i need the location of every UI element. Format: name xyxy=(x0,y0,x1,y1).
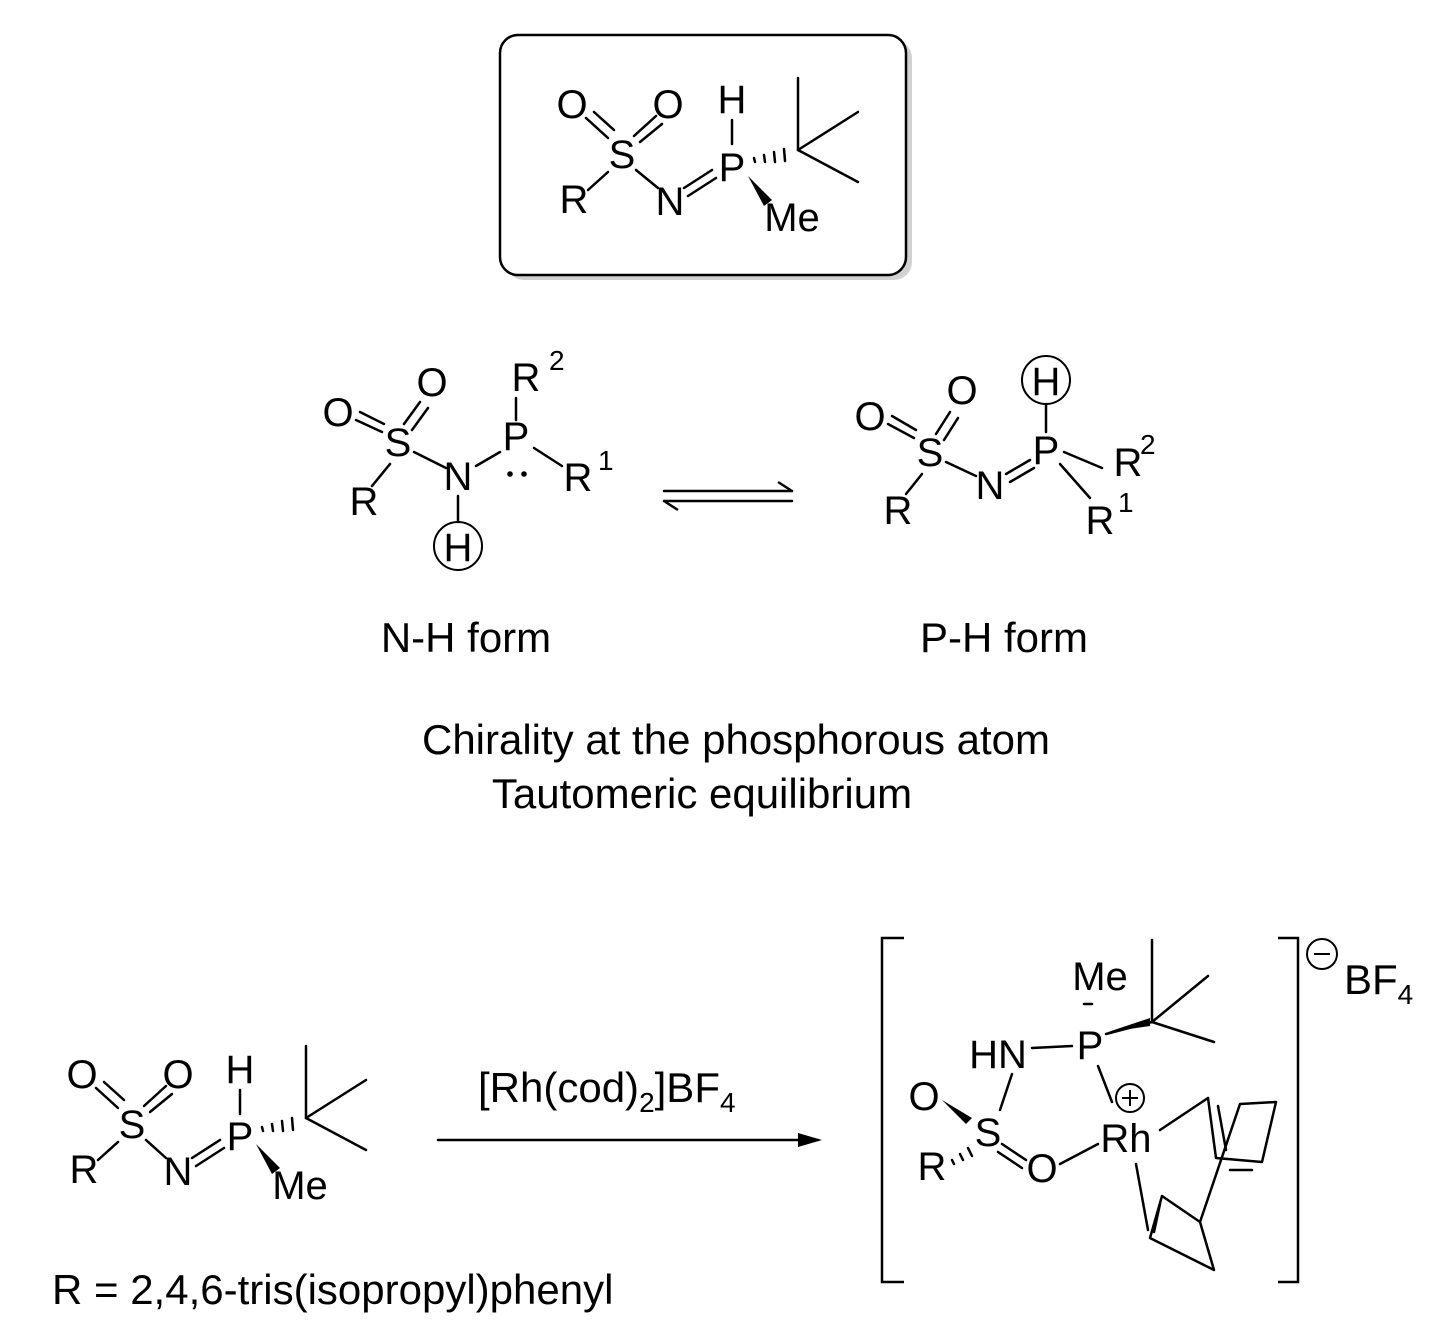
atom-p: P xyxy=(503,415,530,459)
equilibrium-arrow xyxy=(662,480,794,512)
atom-me: Me xyxy=(1072,955,1128,999)
atom-o: O xyxy=(652,83,683,127)
text-label: 4 xyxy=(720,1087,736,1118)
atom-n: N xyxy=(164,1150,193,1194)
rhodium-complex-structure: BF4 Me P HN O S R O Rh xyxy=(880,936,1413,1284)
atom-s: S xyxy=(609,133,636,177)
bonds xyxy=(94,1044,368,1168)
brackets xyxy=(880,936,1300,1284)
nh-form-structure: O O S N P R 2 R 1 R H xyxy=(322,345,614,571)
text-label: [Rh(cod) xyxy=(478,1064,639,1111)
atom-h: H xyxy=(226,1048,255,1092)
atom-o: O xyxy=(416,361,447,405)
atom-p: P xyxy=(1033,429,1060,473)
atom-n: N xyxy=(976,464,1005,508)
ph-form-structure: O O S N P R H R 2 R 1 xyxy=(854,355,1156,543)
atom-o: O xyxy=(1026,1147,1057,1191)
atom-p: P xyxy=(719,146,746,190)
atom-o: O xyxy=(322,391,353,435)
atom-o: O xyxy=(162,1053,193,1097)
atom-r: R xyxy=(1114,441,1143,485)
atom-p: P xyxy=(227,1115,254,1159)
lone-pair-dot xyxy=(521,471,527,477)
hashed-wedge xyxy=(260,1116,295,1133)
atom-hn: HN xyxy=(969,1033,1027,1077)
atom-o: O xyxy=(946,369,977,413)
atom-me: Me xyxy=(764,196,820,240)
atom-o: O xyxy=(908,1075,939,1119)
atom-s: S xyxy=(119,1103,146,1147)
ph-form-caption: P-H form xyxy=(920,614,1088,661)
superscript-2: 2 xyxy=(1140,429,1156,460)
text-label: BF xyxy=(1344,956,1398,1003)
atom-o: O xyxy=(556,83,587,127)
hashed-wedge xyxy=(950,1146,974,1166)
r-definition: R = 2,4,6-tris(isopropyl)phenyl xyxy=(52,1266,613,1313)
solid-wedge xyxy=(748,176,772,206)
reaction-arrow xyxy=(436,1133,822,1147)
superscript-2: 2 xyxy=(549,345,565,376)
atom-h: H xyxy=(1032,360,1061,404)
bonds xyxy=(354,396,564,524)
text-label: 2 xyxy=(639,1087,655,1118)
atom-o: O xyxy=(854,395,885,439)
atom-h: H xyxy=(444,526,473,570)
atom-me: Me xyxy=(272,1164,328,1208)
atom-n: N xyxy=(656,180,685,224)
atom-r: R xyxy=(350,480,379,524)
text-label: ]BF xyxy=(655,1064,720,1111)
solid-wedge xyxy=(256,1144,280,1174)
bonds xyxy=(584,76,860,198)
hashed-wedge xyxy=(752,147,787,164)
solid-wedge xyxy=(942,1100,972,1124)
boxed-ligand-structure: O O H S P R N Me xyxy=(556,76,860,240)
atom-r: R xyxy=(70,1148,99,1192)
superscript-1: 1 xyxy=(1118,487,1134,518)
solid-wedge xyxy=(1108,1018,1150,1032)
superscript-1: 1 xyxy=(598,445,614,476)
bonds xyxy=(996,938,1216,1232)
atom-r: R xyxy=(560,178,589,222)
atom-s: S xyxy=(917,431,944,475)
atom-rh: Rh xyxy=(1100,1117,1151,1161)
lone-pair-dot xyxy=(507,471,513,477)
starting-ligand-structure: O O H S P R N Me xyxy=(66,1044,368,1208)
reagent-label: [Rh(cod)2]BF4 xyxy=(478,1064,736,1118)
nh-form-caption: N-H form xyxy=(381,614,551,661)
atom-s: S xyxy=(975,1111,1002,1155)
atom-h: H xyxy=(718,78,747,122)
counterion-label: BF4 xyxy=(1344,956,1413,1010)
highlight-box xyxy=(498,33,912,280)
positive-charge-icon xyxy=(1115,1083,1145,1113)
tautomeric-caption: Tautomeric equilibrium xyxy=(492,770,912,817)
atom-s: S xyxy=(385,421,412,465)
atom-n: N xyxy=(444,455,473,499)
atom-r: R xyxy=(512,356,541,400)
atom-o: O xyxy=(66,1053,97,1097)
negative-charge-icon xyxy=(1306,938,1338,970)
atom-r: R xyxy=(918,1145,947,1189)
chirality-caption: Chirality at the phosphorous atom xyxy=(422,716,1050,763)
atom-p: P xyxy=(1077,1024,1104,1068)
atom-r: R xyxy=(564,456,593,500)
cyclooctadiene-ligand xyxy=(1148,1097,1278,1272)
atom-r: R xyxy=(1086,499,1115,543)
bonds xyxy=(886,402,1104,500)
atom-r: R xyxy=(884,489,913,533)
text-label: 4 xyxy=(1398,979,1414,1010)
